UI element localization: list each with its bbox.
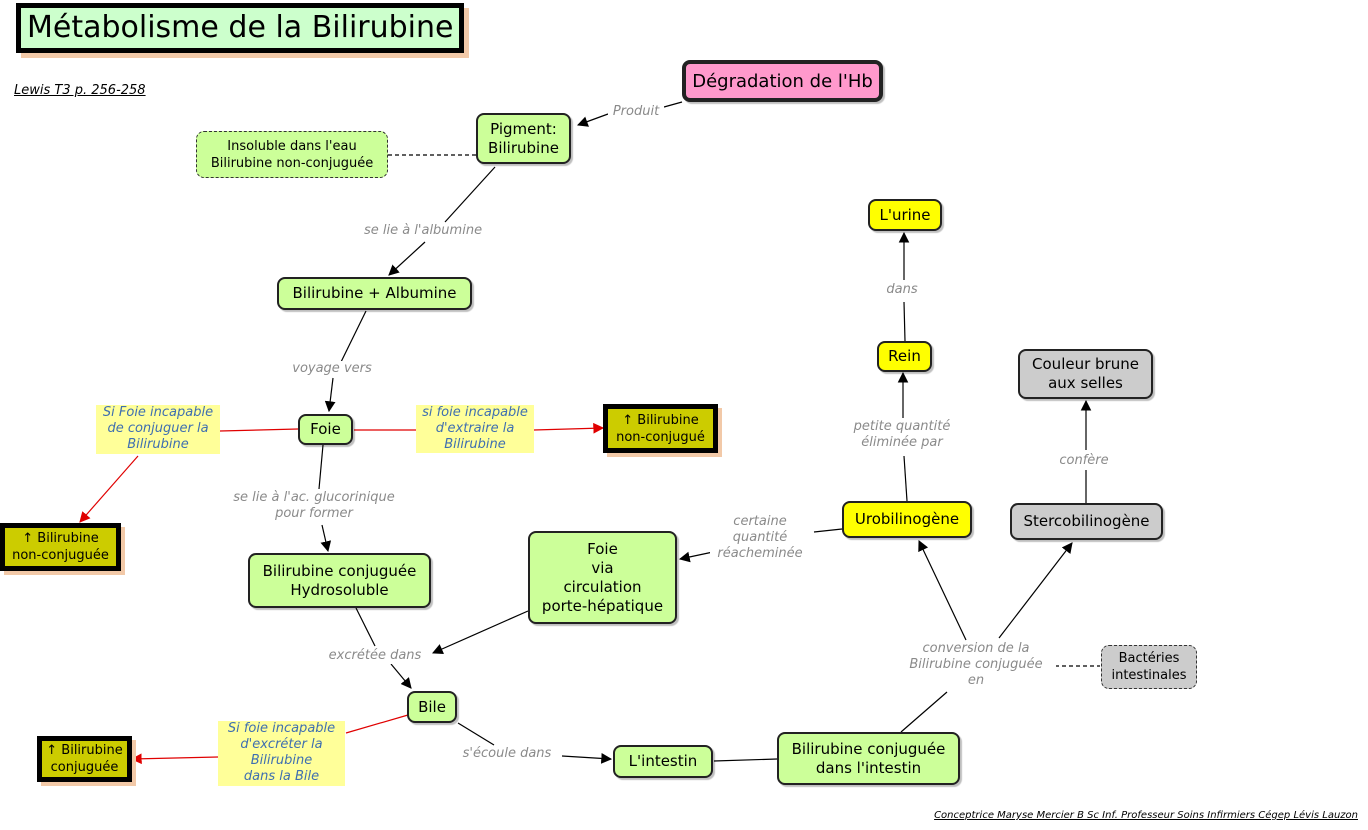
link-bilialb-voyage: [340, 310, 367, 363]
alert-link-excreter-alert: [130, 753, 219, 765]
page-title-text: Métabolisme de la Bilirubine: [27, 10, 454, 45]
alert-bilirubine-conjuguee[interactable]: ↑ Bilirubine conjuguée: [37, 736, 132, 782]
link-conversion-urobilinogene: [918, 540, 967, 641]
link-albumine-label-node: [388, 241, 426, 276]
alert-link-extraire-alert: [533, 422, 605, 434]
link-bilconjint-conversion: [900, 691, 948, 733]
link-urobilinogene-certaine: [813, 528, 843, 533]
reference-link[interactable]: Lewis T3 p. 256-258: [14, 83, 146, 98]
link-excretee-bile: [390, 663, 412, 689]
link-glucuronique-bilconj: [320, 524, 332, 553]
link-rein-dans: [903, 301, 906, 342]
label-excretee-dans: excrétée dans: [320, 648, 430, 664]
alert-bilirubine-non-conjuguee[interactable]: ↑ Bilirubine non-conjuguée: [0, 523, 121, 571]
label-se-lie-glucuronique: se lie à l'ac. glucorinique pour former: [222, 490, 406, 522]
link-conversion-stercobilinogene: [998, 542, 1073, 639]
condition-incapable-conjuguer: Si Foie incapable de conjuguer la Biliru…: [96, 405, 220, 454]
label-produit: Produit: [608, 104, 664, 120]
alert-bilirubine-non-conjugue[interactable]: ↑ Bilirubine non-conjugué: [603, 404, 718, 453]
link-porte-excretee: [432, 610, 529, 655]
link-urobilinogene-petite: [903, 455, 908, 502]
label-dans: dans: [880, 282, 924, 298]
link-voyage-foie: [324, 377, 336, 413]
page-title: Métabolisme de la Bilirubine: [16, 3, 465, 53]
link-bile-ecoule: [457, 722, 495, 746]
label-ecoule-dans: s'écoule dans: [454, 746, 560, 762]
link-produit-pigment: [576, 113, 609, 127]
node-bacteries-intestinales[interactable]: Bactéries intestinales: [1101, 645, 1197, 689]
link-degradation-produit: [663, 101, 683, 108]
node-foie-porte-hepatique[interactable]: Foie via circulation porte-hépatique: [528, 531, 677, 624]
node-insoluble-eau[interactable]: Insoluble dans l'eau Bilirubine non-conj…: [196, 131, 388, 178]
node-urobilinogene[interactable]: Urobilinogène: [842, 501, 972, 538]
link-foie-glucuronique: [318, 444, 324, 490]
alert-link-bile-excreter: [345, 714, 409, 734]
condition-incapable-extraire: si foie incapable d'extraire la Bilirubi…: [416, 405, 534, 453]
node-degradation-hb[interactable]: Dégradation de l'Hb: [682, 60, 883, 102]
node-intestin[interactable]: L'intestin: [613, 745, 713, 778]
node-urine[interactable]: L'urine: [868, 199, 942, 231]
node-bile[interactable]: Bile: [407, 691, 457, 723]
alert-link-foie-conjuguer: [219, 428, 299, 432]
node-stercobilinogene[interactable]: Stercobilinogène: [1010, 503, 1163, 540]
label-confere: confère: [1052, 453, 1116, 469]
node-pigment-bilirubine[interactable]: Pigment: Bilirubine: [476, 113, 571, 164]
label-certaine-quantite: certaine quantité réacheminée: [710, 514, 810, 562]
link-pigment-albumine-label: [444, 166, 496, 223]
label-conversion: conversion de la Bilirubine conjuguée en: [896, 641, 1056, 689]
link-certaine-porte: [678, 551, 714, 563]
credit-text: Conceptrice Maryse Mercier B Sc Inf. Pro…: [934, 810, 1358, 821]
node-foie[interactable]: Foie: [298, 414, 353, 445]
label-se-lie-albumine: se lie à l'albumine: [355, 223, 491, 239]
node-rein[interactable]: Rein: [877, 341, 932, 372]
node-bilirubine-conjuguee-hydrosoluble[interactable]: Bilirubine conjuguée Hydrosoluble: [248, 553, 431, 608]
condition-incapable-excreter: Si foie incapable d'excréter la Bilirubi…: [218, 721, 345, 786]
link-intestin-bilconjint: [713, 758, 778, 762]
node-bilirubine-conjuguee-intestin[interactable]: Bilirubine conjuguée dans l'intestin: [777, 732, 960, 785]
link-bilconj-excretee: [355, 607, 376, 647]
node-bilirubine-albumine[interactable]: Bilirubine + Albumine: [277, 277, 472, 310]
alert-link-conjuguer-alert: [79, 455, 139, 523]
label-voyage-vers: voyage vers: [284, 361, 380, 377]
node-couleur-brune-selles[interactable]: Couleur brune aux selles: [1018, 349, 1153, 399]
link-ecoule-intestin: [561, 753, 613, 764]
label-petite-quantite: petite quantité éliminée par: [842, 419, 962, 451]
